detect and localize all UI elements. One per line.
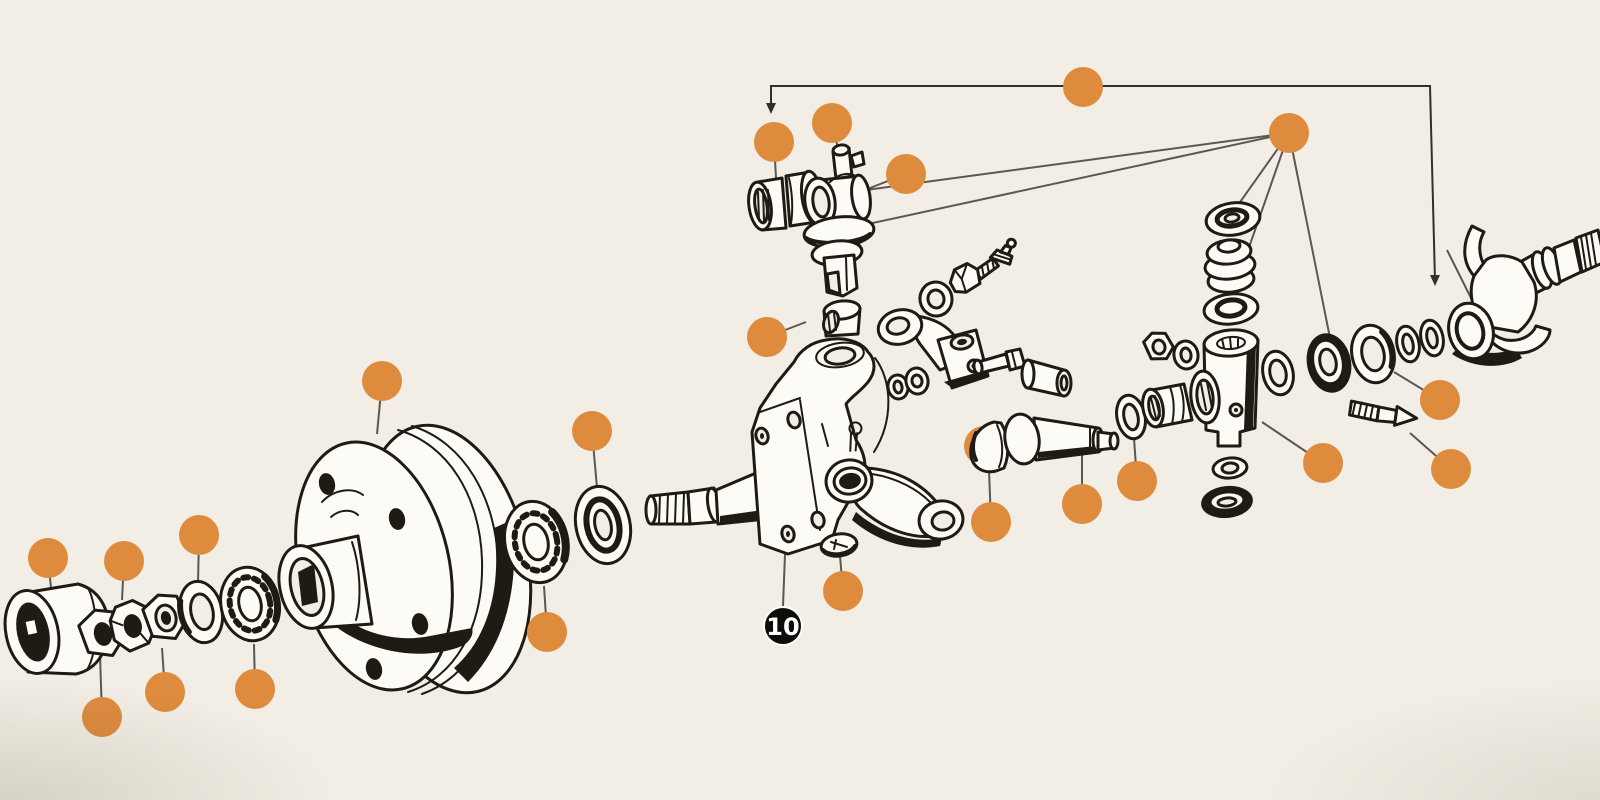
part-hotspot-18[interactable] xyxy=(1062,484,1102,524)
part-hotspot-3[interactable] xyxy=(179,515,219,555)
part-hotspot-4[interactable] xyxy=(82,697,122,737)
brake-drum-hub-icon xyxy=(277,423,533,695)
part-hotspot-19[interactable] xyxy=(1117,461,1157,501)
ring-washer-small-icon xyxy=(1172,339,1200,371)
o-ring-icon xyxy=(1261,349,1295,397)
leader-line xyxy=(1446,249,1473,301)
small-ring-icon xyxy=(1395,318,1445,364)
part-hotspot-23[interactable] xyxy=(1431,449,1471,489)
part-hotspot-5[interactable] xyxy=(145,672,185,712)
arrowhead-icon xyxy=(1430,275,1440,286)
leader-line xyxy=(865,132,1290,191)
large-washer-icon xyxy=(1350,323,1396,385)
stop-bolt-icon xyxy=(1348,399,1419,427)
part-hotspot-20[interactable] xyxy=(1269,113,1309,153)
clevis-pin-icon xyxy=(1020,358,1073,398)
link-pin-icon xyxy=(1003,412,1120,466)
small-ring-icon xyxy=(1211,456,1249,480)
part-hotspot-9[interactable] xyxy=(572,411,612,451)
part-hotspot-13[interactable] xyxy=(886,154,926,194)
grease-seal-icon xyxy=(573,484,633,566)
leader-line xyxy=(1288,132,1331,339)
ball-bearing-icon xyxy=(219,565,281,643)
hex-nut-small-icon xyxy=(1142,331,1175,361)
part-hotspot-2[interactable] xyxy=(104,541,144,581)
reference-bracket-line xyxy=(770,85,1436,282)
part-hotspot-10[interactable] xyxy=(747,317,787,357)
ring-washer-icon xyxy=(918,280,954,318)
thick-seal-ring-icon xyxy=(1201,485,1253,519)
steering-knuckle-icon xyxy=(644,337,890,556)
spring-washer-stack-icon xyxy=(1203,238,1257,294)
arrowhead-icon xyxy=(766,103,776,114)
cotter-pin-icon xyxy=(848,421,863,452)
part-hotspot-11[interactable] xyxy=(754,122,794,162)
part-hotspot-6[interactable] xyxy=(235,669,275,709)
slotted-washer-icon xyxy=(819,532,859,558)
hex-bolt-icon xyxy=(948,256,1000,294)
seal-ring-icon xyxy=(1202,292,1260,326)
grease-fitting-icon xyxy=(988,237,1017,266)
part-hotspot-8[interactable] xyxy=(527,612,567,652)
king-pin-carrier-icon xyxy=(1189,328,1260,448)
part-hotspot-12[interactable] xyxy=(812,103,852,143)
large-seal-icon xyxy=(1306,333,1352,393)
hex-nut-icon xyxy=(77,608,127,657)
seal-ring-icon xyxy=(1204,201,1262,237)
steering-arm-icon xyxy=(824,458,965,548)
leader-line xyxy=(782,553,786,607)
part-hotspot-15[interactable] xyxy=(823,571,863,611)
link-pin-bushing-icon xyxy=(1141,382,1194,429)
numbered-marker-circle[interactable] xyxy=(763,606,803,646)
ball-bearing-icon xyxy=(503,499,570,585)
small-rings-icon xyxy=(886,366,930,401)
flat-washer-icon xyxy=(177,579,225,645)
numbered-marker-label: 10 xyxy=(766,613,799,641)
part-hotspot-17[interactable] xyxy=(971,502,1011,542)
hex-nut-icon xyxy=(141,593,189,640)
eccentric-bushing-icon xyxy=(802,143,876,298)
numbered-marker[interactable]: 10 xyxy=(763,606,803,646)
king-pin-bushing-icon xyxy=(822,299,862,338)
part-hotspot-21[interactable] xyxy=(1303,443,1343,483)
part-hotspot-7[interactable] xyxy=(362,361,402,401)
leader-line xyxy=(867,132,1290,225)
part-hotspot-1[interactable] xyxy=(28,538,68,578)
hotspot-layer-front xyxy=(28,67,1471,737)
part-hotspot-22[interactable] xyxy=(1420,380,1460,420)
part-hotspot-14[interactable] xyxy=(1063,67,1103,107)
axle-beam-end-icon xyxy=(1447,224,1600,366)
